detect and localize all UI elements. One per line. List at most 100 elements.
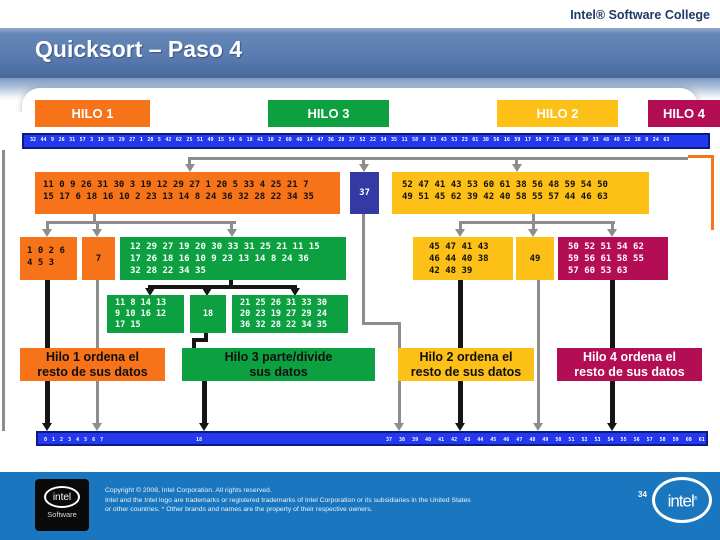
arrow-down-icon (359, 164, 369, 172)
connector (204, 332, 208, 340)
connector (188, 160, 191, 165)
connector (188, 157, 688, 160)
connector (362, 322, 401, 325)
arrow-down-icon (394, 423, 404, 431)
partition1-right-box: 52 47 41 43 53 60 61 38 56 48 59 54 50 4… (392, 172, 649, 214)
footer: intel Software Copyright © 2008, Intel C… (0, 472, 720, 540)
connector (202, 381, 207, 424)
connector (532, 224, 535, 230)
connector (230, 224, 233, 230)
array-line: 42 48 39 (429, 266, 473, 276)
array-line: 1 0 2 6 (27, 246, 65, 256)
caption-hilo3: Hilo 3 parte/divide sus datos (182, 348, 375, 381)
connector (688, 155, 714, 158)
arrow-down-icon (185, 164, 195, 172)
arrow-down-icon (42, 229, 52, 237)
array-line: 45 47 41 43 (429, 242, 489, 252)
connector (459, 224, 462, 230)
result-right: 37 38 39 40 41 42 43 44 45 46 47 48 49 5… (386, 437, 708, 443)
array-line: 49 51 45 62 39 42 40 58 55 57 44 46 63 (402, 192, 608, 202)
intel-logo-icon: intel (44, 486, 80, 508)
connector (537, 280, 540, 424)
array-line: 11 0 9 26 31 30 3 19 12 29 27 1 20 5 33 … (43, 180, 309, 190)
connector (532, 214, 535, 222)
pivot-49-box: 49 (516, 237, 554, 280)
pivot-18-box: 18 (190, 295, 226, 333)
copyright-text: Copyright © 2008, Intel Corporation. All… (105, 486, 610, 515)
partition3-left-box: 11 8 14 13 9 10 16 12 17 15 (107, 295, 184, 333)
arrow-down-icon (607, 423, 617, 431)
copyright-line: Intel and the Intel logo are trademarks … (105, 496, 471, 504)
caption-line: Hilo 4 ordena el (582, 350, 677, 364)
array-line: 21 25 26 31 33 30 (240, 298, 327, 308)
arrow-down-icon (42, 423, 52, 431)
array-line: 12 29 27 19 20 30 33 31 25 21 11 15 (130, 242, 320, 252)
result-array-bar: 0 1 2 3 4 5 6 7 18 37 38 39 40 41 42 43 … (36, 431, 708, 446)
connector (459, 221, 615, 224)
copyright-line: or other countries. * Other brands and n… (105, 506, 373, 513)
arrow-down-icon (290, 288, 300, 296)
arrow-down-icon (533, 423, 543, 431)
thread-header-hilo1: HILO 1 (35, 100, 150, 127)
arrow-down-icon (455, 423, 465, 431)
connector (611, 224, 614, 230)
connector (362, 214, 365, 325)
connector (93, 214, 96, 222)
array-line: 36 32 28 22 34 35 (240, 320, 327, 330)
array-line: 59 56 61 58 55 (568, 254, 644, 264)
page-title: Quicksort – Paso 4 (35, 36, 243, 62)
thread-header-hilo3: HILO 3 (268, 100, 389, 127)
arrow-down-icon (512, 164, 522, 172)
result-middle: 18 (196, 437, 203, 443)
array-line: 50 52 51 54 62 (568, 242, 644, 252)
array-line: 46 44 40 38 (429, 254, 489, 264)
array-line: 11 8 14 13 (115, 298, 167, 308)
arrow-down-icon (227, 229, 237, 237)
partition2-right-small-box: 45 47 41 43 46 44 40 38 42 48 39 (413, 237, 513, 280)
title-band (0, 28, 720, 78)
arrow-down-icon (202, 288, 212, 296)
brand-text: Intel® Software College (570, 8, 710, 22)
partition2-left-small-box: 1 0 2 6 4 5 3 (20, 237, 77, 280)
caption-hilo1: Hilo 1 ordena el resto de sus datos (20, 348, 165, 381)
partition2-right-large-box: 50 52 51 54 62 59 56 61 58 55 57 60 53 6… (558, 237, 668, 280)
array-line: 9 10 16 12 (115, 309, 167, 319)
caption-hilo2: Hilo 2 ordena el resto de sus datos (398, 348, 534, 381)
connector (96, 224, 99, 230)
connector (229, 280, 233, 286)
caption-line: resto de sus datos (37, 365, 148, 379)
connector (192, 340, 196, 348)
arrow-down-icon (92, 423, 102, 431)
connector (148, 285, 297, 289)
connector (46, 224, 49, 230)
initial-array-bar: 32 44 9 26 31 57 3 19 55 29 27 1 20 5 42… (22, 133, 710, 149)
array-line: 57 60 53 63 (568, 266, 628, 276)
arrow-down-icon (528, 229, 538, 237)
partition2-left-large-box: 12 29 27 19 20 30 33 31 25 21 11 15 17 2… (120, 237, 346, 280)
caption-hilo4: Hilo 4 ordena el resto de sus datos (557, 348, 702, 381)
intel-logo-text: intel (667, 491, 695, 511)
arrow-down-icon (455, 229, 465, 237)
page-number: 34 (638, 490, 647, 499)
array-line: 4 5 3 (27, 258, 55, 268)
thread-header-hilo4: HILO 4 (648, 100, 720, 127)
connector (46, 221, 236, 224)
intel-logo-icon: intel® (652, 477, 712, 523)
arrow-down-icon (199, 423, 209, 431)
array-line: 20 23 19 27 29 24 (240, 309, 327, 319)
arrow-down-icon (145, 288, 155, 296)
intel-software-logo: intel Software (35, 479, 89, 531)
partition1-left-box: 11 0 9 26 31 30 3 19 12 29 27 1 20 5 33 … (35, 172, 340, 214)
thread-header-hilo2: HILO 2 (497, 100, 618, 127)
arrow-down-icon (92, 229, 102, 237)
connector (362, 160, 365, 165)
pivot-37-box: 37 (350, 172, 379, 214)
connector (192, 338, 208, 342)
caption-line: Hilo 3 parte/divide (224, 350, 333, 364)
connector (711, 155, 714, 230)
array-line: 32 28 22 34 35 (130, 266, 206, 276)
arrow-down-icon (607, 229, 617, 237)
connector (2, 150, 5, 431)
connector (515, 160, 518, 165)
partition3-right-box: 21 25 26 31 33 30 20 23 19 27 29 24 36 3… (232, 295, 348, 333)
